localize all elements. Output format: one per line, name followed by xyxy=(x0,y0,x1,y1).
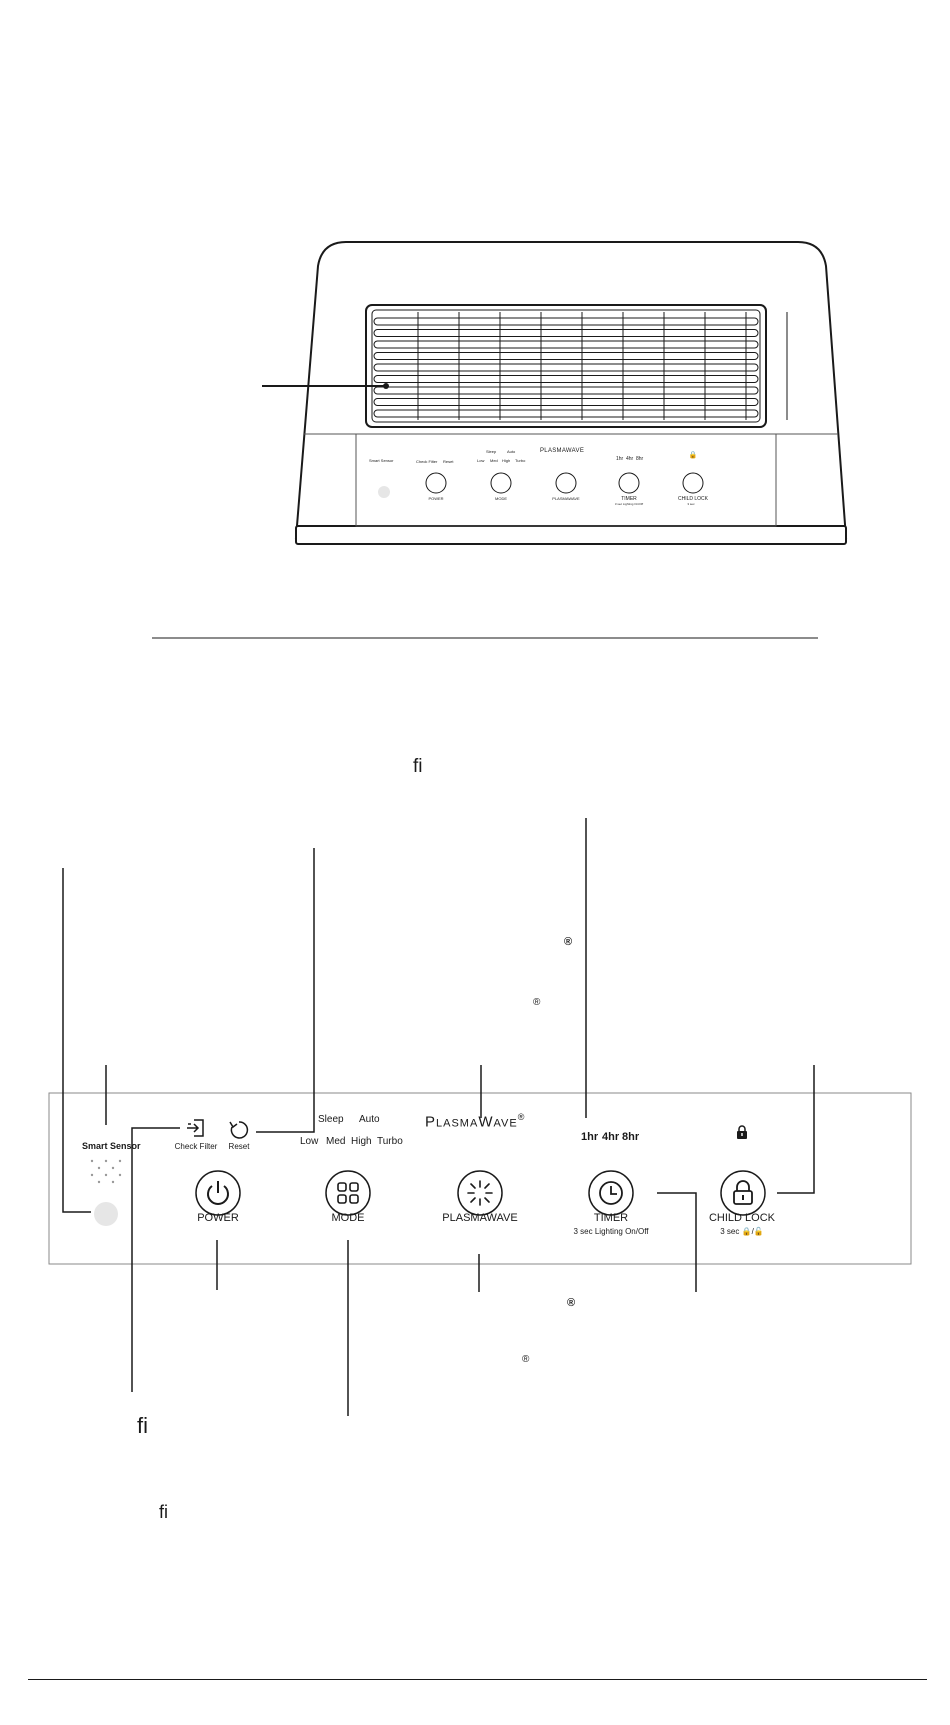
reset-icon xyxy=(229,1121,249,1139)
child-lock-button-label: CHILD LOCK xyxy=(708,1212,776,1224)
timer-option-1hr: 1hr xyxy=(581,1131,599,1143)
mini-timer-sub: 3 sec Lighting On/Off xyxy=(614,502,644,506)
timer-button-label: TIMER xyxy=(593,1212,629,1224)
mini-check-filter: Check Filter xyxy=(416,459,438,464)
check-filter-label: Check Filter xyxy=(174,1142,218,1151)
reset-label: Reset xyxy=(228,1142,250,1151)
sensor-dot xyxy=(97,1180,101,1184)
timer-sub-label: 3 sec Lighting On/Off xyxy=(573,1227,649,1236)
control-panel-diagram: Smart Sensor Check Filter Reset Sleep Au… xyxy=(0,780,950,1480)
child-lock-icon xyxy=(733,1180,753,1205)
plasmawave-brand: PLASMAWAVE® xyxy=(425,1112,526,1131)
sensor-dot xyxy=(118,1173,122,1177)
sensor-dot xyxy=(97,1166,101,1170)
brand-registered-mark: ® xyxy=(517,1112,526,1122)
mini-smart-sensor: Smart Sensor xyxy=(369,458,394,463)
mini-lock-icon: 🔒 xyxy=(688,452,698,459)
mini-reset: Reset xyxy=(443,459,454,464)
mini-low: Low xyxy=(477,458,485,463)
mode-button[interactable] xyxy=(326,1171,370,1215)
page-bottom-rule xyxy=(28,1679,927,1680)
registered-mark-2: ® xyxy=(533,997,541,1008)
speed-turbo: Turbo xyxy=(377,1136,403,1147)
grille-slat xyxy=(373,340,759,349)
speed-high: High xyxy=(351,1136,372,1147)
sensor-dot xyxy=(111,1180,115,1184)
grille-slat xyxy=(373,409,759,418)
speed-auto: Auto xyxy=(359,1114,380,1125)
purifier-illustration: Smart Sensor Check Filter Reset Sleep Au… xyxy=(0,0,950,639)
mini-child-lock-label: CHILD LOCK xyxy=(677,496,709,502)
mode-icon xyxy=(337,1182,359,1204)
child-lock-button[interactable] xyxy=(721,1171,765,1215)
sensor-dot xyxy=(90,1173,94,1177)
mini-lock-sub: 3 sec xyxy=(687,502,695,506)
sensor-dot xyxy=(111,1166,115,1170)
mini-timer-4hr: 4hr xyxy=(626,456,634,462)
grille-slat xyxy=(373,317,759,326)
mini-mode-label: MODE xyxy=(495,496,507,501)
sensor-dot xyxy=(118,1159,122,1163)
registered-mark-3: ® xyxy=(567,1297,576,1309)
grille-slat xyxy=(373,329,759,337)
smart-sensor-window xyxy=(94,1202,118,1226)
plasmawave-button-label: PLASMAWAVE xyxy=(442,1212,518,1224)
sensor-dots xyxy=(90,1159,122,1184)
grille-slat xyxy=(373,386,759,395)
sensor-dot xyxy=(104,1173,108,1177)
mini-sleep: Sleep xyxy=(486,449,497,454)
mini-timer-1hr: 1hr xyxy=(616,456,624,462)
timer-option-8hr: 8hr xyxy=(622,1131,640,1143)
power-icon xyxy=(207,1181,229,1205)
lock-indicator-icon xyxy=(737,1125,747,1139)
grille-slat xyxy=(373,398,759,406)
timer-button[interactable] xyxy=(589,1171,633,1215)
plasmawave-button[interactable] xyxy=(458,1171,502,1215)
mode-button-label: MODE xyxy=(331,1212,365,1224)
mini-power-label: POWER xyxy=(428,496,444,501)
timer-option-4hr: 4hr xyxy=(602,1131,620,1143)
mini-high: High xyxy=(502,458,511,463)
speed-low: Low xyxy=(300,1136,319,1147)
power-button-label: POWER xyxy=(197,1212,239,1224)
mini-timer-label: TIMER xyxy=(621,496,637,502)
fi-glyph-left: ﬁ xyxy=(137,1413,148,1438)
mini-med: Med xyxy=(490,458,498,463)
timer-icon xyxy=(599,1181,623,1205)
speed-med: Med xyxy=(326,1136,346,1147)
plasmawave-icon xyxy=(467,1180,493,1206)
registered-mark-1: ® xyxy=(564,936,573,948)
mini-plasmawave-label: PLASMAWAVE xyxy=(552,496,580,501)
mini-timer-8hr: 8hr xyxy=(636,456,644,462)
lock-closed-icon: 🔒 xyxy=(741,1227,752,1236)
speed-sleep: Sleep xyxy=(318,1114,344,1125)
sensor-dot xyxy=(90,1159,94,1163)
smart-sensor-label: Smart Sensor xyxy=(82,1141,141,1151)
grille-slats xyxy=(373,312,788,420)
registered-mark-4: ® xyxy=(522,1354,530,1365)
fi-glyph-top: ﬁ xyxy=(413,756,423,777)
grille-slat xyxy=(373,375,759,383)
fi-glyph-bottom: ﬁ xyxy=(159,1502,168,1522)
mini-turbo: Turbo xyxy=(515,458,526,463)
grille-slat xyxy=(373,352,759,360)
mini-brand: PLASMAWAVE xyxy=(540,448,585,454)
power-button[interactable] xyxy=(196,1171,240,1215)
sensor-dot xyxy=(104,1159,108,1163)
mini-auto: Auto xyxy=(507,449,516,454)
check-filter-icon xyxy=(187,1119,204,1137)
lock-open-icon: 🔓 xyxy=(753,1227,764,1236)
lock-sub-label: 3 sec 🔒/🔓 xyxy=(720,1227,764,1236)
grille-slat xyxy=(373,363,759,372)
